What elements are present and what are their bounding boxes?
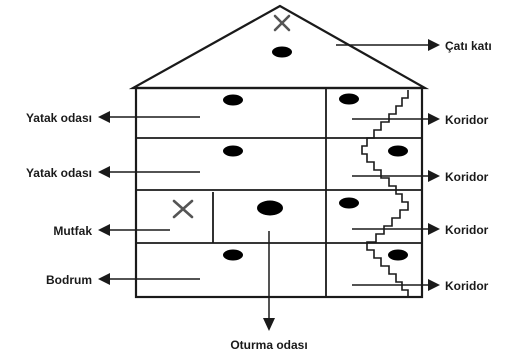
house-body: [134, 86, 424, 299]
arrow-left-icon: [98, 273, 110, 285]
smoke-detector-icon: [223, 145, 243, 157]
label-basement: Bodrum: [46, 273, 92, 287]
x-mark-kitchen: [172, 199, 194, 219]
arrow-left-icon: [98, 111, 110, 123]
smoke-detector-icon: [257, 200, 283, 216]
label-corridor-1: Koridor: [445, 113, 489, 127]
x-mark-icon: [273, 14, 291, 32]
label-kitchen: Mutfak: [53, 224, 92, 238]
arrow-left-icon: [98, 224, 110, 236]
smoke-detector-icon: [223, 249, 243, 261]
arrow-right-icon: [428, 223, 440, 235]
label-bedroom-top: Yatak odası: [26, 111, 92, 125]
label-roof: Çatı katı: [445, 39, 492, 53]
label-corridor-2: Koridor: [445, 170, 489, 184]
arrow-right-icon: [428, 279, 440, 291]
arrow-down-icon: [263, 318, 275, 331]
detectors: [223, 46, 408, 261]
smoke-detector-icon: [388, 249, 408, 261]
x-mark-icon: [172, 199, 194, 219]
label-corridor-4: Koridor: [445, 279, 489, 293]
connectors: [110, 44, 428, 318]
label-corridor-3: Koridor: [445, 223, 489, 237]
arrow-right-icon: [428, 170, 440, 182]
smoke-detector-icon: [223, 94, 243, 106]
arrow-right-icon: [428, 113, 440, 125]
label-bedroom-second: Yatak odası: [26, 166, 92, 180]
smoke-detector-icon: [339, 197, 359, 209]
smoke-detector-icon: [339, 93, 359, 105]
arrowheads: [98, 39, 440, 331]
smoke-detector-icon: [272, 46, 292, 58]
x-mark-roof: [273, 14, 291, 32]
label-living-room: Oturma odası: [230, 338, 307, 352]
arrow-right-icon: [428, 39, 440, 51]
house-outline: [128, 4, 430, 299]
arrow-left-icon: [98, 166, 110, 178]
smoke-detector-icon: [388, 145, 408, 157]
staircase: [361, 90, 409, 297]
